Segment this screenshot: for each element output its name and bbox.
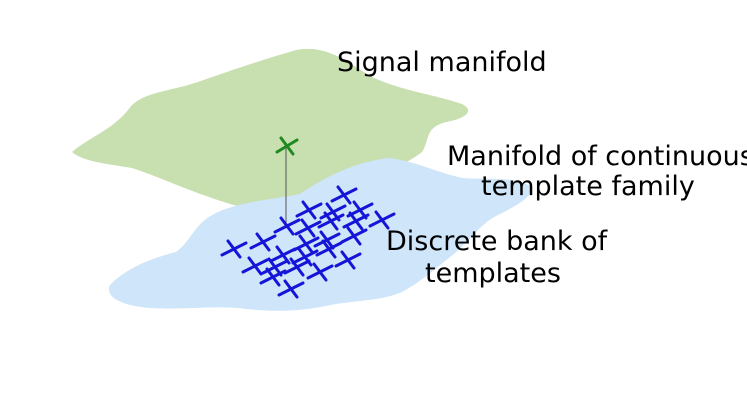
template-marker: [368, 210, 396, 230]
template-marker: [315, 239, 343, 259]
template-bank: [220, 185, 396, 299]
template-marker: [342, 211, 370, 231]
template-marker: [273, 216, 301, 236]
signal-point-marker: [275, 136, 299, 156]
template-manifold-shape: [108, 158, 532, 311]
template-marker: [340, 226, 368, 246]
template-marker: [249, 232, 277, 252]
template-marker: [241, 256, 269, 276]
template-marker: [295, 200, 323, 220]
continuous-family-label-line2: template family: [481, 171, 695, 202]
template-marker: [259, 267, 287, 287]
template-marker: [330, 185, 358, 205]
discrete-bank-label-line2: templates: [425, 258, 561, 289]
template-marker: [317, 211, 345, 231]
discrete-bank-label-line1: Discrete bank of: [386, 226, 609, 257]
template-marker: [306, 262, 334, 282]
template-marker: [313, 230, 341, 250]
template-marker: [283, 257, 311, 277]
template-marker: [277, 279, 305, 299]
template-marker: [294, 218, 322, 238]
template-marker: [220, 239, 248, 259]
continuous-family-label-line1: Manifold of continuous: [447, 141, 747, 172]
signal-manifold-label: Signal manifold: [337, 47, 547, 78]
template-marker: [334, 250, 362, 270]
